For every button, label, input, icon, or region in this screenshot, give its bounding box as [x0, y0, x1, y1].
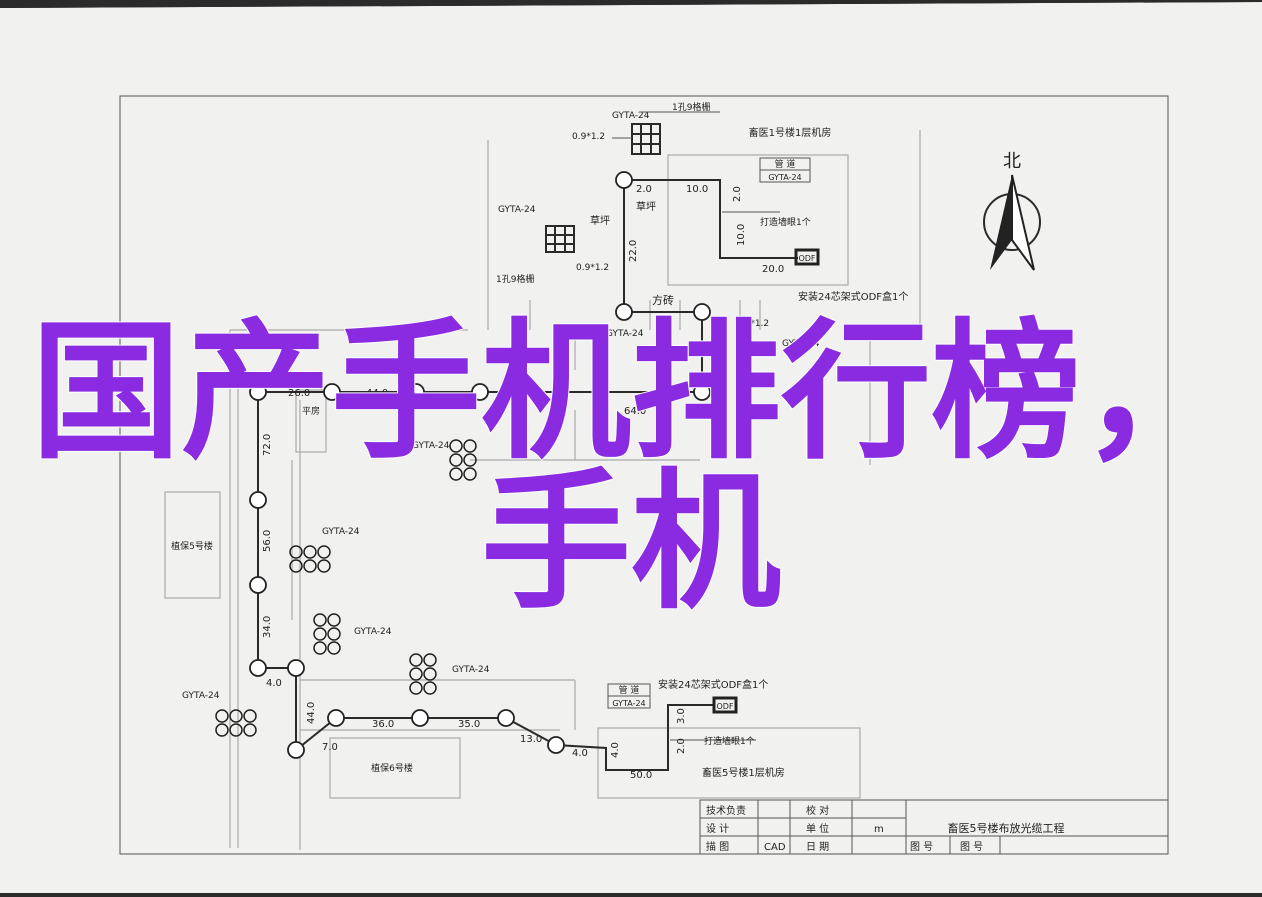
- svg-text:0.9*1.2: 0.9*1.2: [576, 263, 609, 273]
- label-install: 安装24芯架式ODF盒1个: [798, 290, 908, 303]
- svg-text:4.0: 4.0: [266, 678, 282, 689]
- svg-text:72.0: 72.0: [262, 434, 273, 456]
- svg-text:20.0: 20.0: [762, 264, 784, 275]
- svg-text:设 计: 设 计: [706, 822, 729, 835]
- label-building-top: 畜医1号楼1层机房: [749, 126, 832, 139]
- svg-text:描 图: 描 图: [706, 840, 729, 853]
- svg-text:ODF: ODF: [716, 702, 733, 711]
- svg-text:4.0: 4.0: [610, 742, 621, 758]
- svg-text:0.9*1.2: 0.9*1.2: [736, 319, 769, 329]
- svg-text:GYTA-24: GYTA-24: [612, 699, 645, 708]
- svg-text:44.0: 44.0: [366, 388, 388, 399]
- label-building-6: 植保6号楼: [371, 762, 413, 774]
- label-spec: 0.9*1.2: [572, 132, 605, 142]
- svg-text:技术负责: 技术负责: [706, 804, 746, 817]
- svg-text:北: 北: [1003, 151, 1021, 172]
- svg-text:64.0: 64.0: [624, 406, 646, 417]
- odf-box: [794, 248, 820, 266]
- svg-text:畜医5号楼布放光缆工程: 畜医5号楼布放光缆工程: [948, 821, 1065, 835]
- svg-text:平房: 平房: [302, 405, 320, 417]
- svg-text:2.0: 2.0: [732, 186, 743, 202]
- svg-text:校 对: 校 对: [806, 804, 829, 817]
- svg-text:34.0: 34.0: [262, 616, 273, 638]
- drawing-border: [119, 95, 1169, 855]
- svg-text:管 道: 管 道: [775, 158, 796, 170]
- svg-text:GYTA-24: GYTA-24: [182, 691, 220, 701]
- road-outlines: [164, 130, 921, 850]
- svg-text:草坪: 草坪: [636, 200, 656, 213]
- grille-icon: [612, 123, 661, 155]
- svg-text:管 道: 管 道: [619, 684, 640, 696]
- label-building-bottom: 畜医5号楼1层机房: [702, 766, 785, 779]
- svg-text:GYTA-24: GYTA-24: [354, 627, 392, 637]
- svg-text:图 号: 图 号: [910, 841, 933, 853]
- label-grille: 1孔9格栅: [672, 101, 710, 113]
- label-cabinet: 打造墙眼1个: [760, 216, 811, 228]
- svg-text:GYTA-24: GYTA-24: [782, 339, 820, 349]
- svg-text:图 号: 图 号: [960, 841, 983, 853]
- svg-text:CAD: CAD: [764, 842, 786, 853]
- pipe-bundle-icons: [215, 439, 477, 737]
- svg-text:GYTA-24: GYTA-24: [412, 441, 450, 451]
- svg-text:56.0: 56.0: [262, 530, 273, 552]
- svg-text:GYTA-24: GYTA-24: [498, 205, 536, 215]
- svg-text:单 位: 单 位: [806, 822, 829, 835]
- svg-text:日 期: 日 期: [806, 841, 829, 853]
- manhole-icons: [249, 171, 711, 759]
- svg-text:50.0: 50.0: [630, 770, 652, 781]
- svg-text:GYTA-24: GYTA-24: [606, 329, 644, 339]
- svg-text:10.0: 10.0: [686, 184, 708, 195]
- svg-text:44.0: 44.0: [306, 702, 317, 724]
- grille-icon: [545, 225, 575, 253]
- title-block: 技术负责 设 计 描 图 校 对 单 位 日 期 m CAD 畜医5号楼布放光缆…: [699, 799, 1169, 855]
- svg-text:26.0: 26.0: [288, 388, 310, 399]
- svg-text:打造墙眼1个: 打造墙眼1个: [704, 735, 755, 747]
- svg-text:2.0: 2.0: [636, 184, 652, 195]
- svg-text:安装24芯架式ODF盒1个: 安装24芯架式ODF盒1个: [658, 678, 768, 691]
- svg-text:2.0: 2.0: [676, 738, 687, 754]
- svg-text:13.0: 13.0: [520, 734, 542, 745]
- svg-text:36.0: 36.0: [372, 719, 394, 730]
- svg-text:方砖: 方砖: [652, 293, 674, 307]
- north-arrow-icon: 北: [983, 151, 1041, 271]
- svg-text:GYTA-24: GYTA-24: [768, 173, 801, 182]
- svg-text:22.0: 22.0: [628, 240, 639, 262]
- svg-text:GYTA-24: GYTA-24: [322, 527, 360, 537]
- svg-text:7.0: 7.0: [322, 742, 338, 753]
- odf-box: [712, 696, 738, 714]
- svg-text:1孔9格栅: 1孔9格栅: [496, 273, 534, 285]
- svg-text:35.0: 35.0: [458, 719, 480, 730]
- svg-text:m: m: [874, 824, 884, 835]
- svg-text:4.0: 4.0: [572, 748, 588, 759]
- label-building-5: 植保5号楼: [171, 540, 213, 552]
- svg-text:草坪: 草坪: [590, 214, 610, 227]
- svg-text:GYTA-24: GYTA-24: [452, 665, 490, 675]
- label-gyta: GYTA-24: [612, 111, 650, 121]
- svg-text:10.0: 10.0: [736, 224, 747, 246]
- svg-text:ODF: ODF: [798, 254, 815, 263]
- svg-text:3.0: 3.0: [676, 708, 687, 724]
